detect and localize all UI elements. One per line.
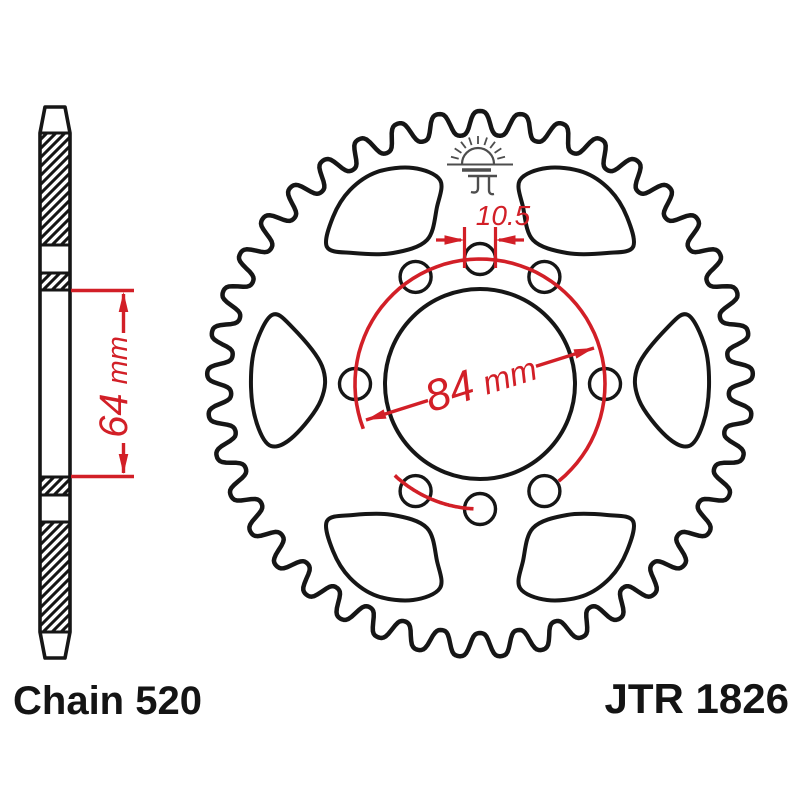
arrow-upper-right: [573, 348, 594, 359]
lightening-hole-5: [248, 312, 328, 449]
center-bore: [383, 287, 577, 481]
arrow-down: [118, 454, 129, 474]
jt-letter-t: [487, 176, 495, 196]
sprocket-side-view: 64mm: [38, 105, 136, 660]
jt-rising-sun-logo-icon: [447, 136, 513, 196]
side-section-lines: [40, 131, 70, 634]
bolt-holes: [337, 241, 623, 527]
sun-ray-7: [460, 141, 467, 149]
jt-letters: [468, 174, 497, 196]
bolt-circle-main-arc: [353, 257, 607, 483]
sun-ray-6: [468, 137, 473, 146]
bolt-circle-bottom-arc: [393, 474, 474, 511]
sprocket-front-view: 10.5 84mm: [204, 108, 756, 659]
lightening-hole-6: [632, 312, 712, 449]
arrow-lower-left: [366, 409, 387, 420]
sun-ray-2: [494, 147, 502, 154]
sun-dome: [460, 146, 496, 165]
hole-dimension-label: 10.5: [476, 200, 531, 231]
arrow-left: [495, 235, 516, 245]
lightening-hole-3: [324, 511, 444, 603]
arrow-up: [118, 292, 129, 312]
footer: Chain 520 JTR 1826: [13, 675, 789, 723]
bolt-hole-4: [527, 473, 562, 509]
lightening-hole-2: [516, 165, 636, 257]
lightening-holes: [248, 165, 712, 603]
hatch-areas: [41, 134, 69, 632]
sun-ray-8: [454, 147, 462, 154]
hatch-bottom-band: [41, 477, 69, 495]
arrow-right: [444, 235, 465, 245]
bcd-dimension-arrows: [366, 348, 594, 420]
hole-dimension: 10.5: [436, 200, 531, 268]
bore-dimension: 64mm: [71, 288, 136, 479]
hatch-top-block: [41, 134, 69, 245]
part-number-label: JTR 1826: [605, 675, 789, 722]
jt-letter-j: [470, 176, 480, 194]
center-bore-circle: [383, 287, 577, 481]
hatch-top-band: [41, 273, 69, 290]
sun-rays: [450, 136, 506, 160]
sun-ray-1: [497, 155, 506, 160]
chain-size-label: Chain 520: [13, 679, 202, 723]
sun-ray-4: [483, 137, 488, 146]
bolt-circle: [353, 257, 607, 511]
side-outline: [38, 105, 72, 660]
bore-dimension-label: 64mm: [92, 336, 136, 438]
sun-ray-9: [450, 155, 459, 160]
lightening-hole-4: [516, 511, 636, 603]
sun-ray-3: [489, 141, 496, 149]
hatch-bottom-block: [41, 522, 69, 632]
hole-dimension-arrows: [444, 235, 516, 245]
bore-dimension-arrows: [118, 292, 129, 474]
lightening-hole-1: [324, 165, 444, 257]
